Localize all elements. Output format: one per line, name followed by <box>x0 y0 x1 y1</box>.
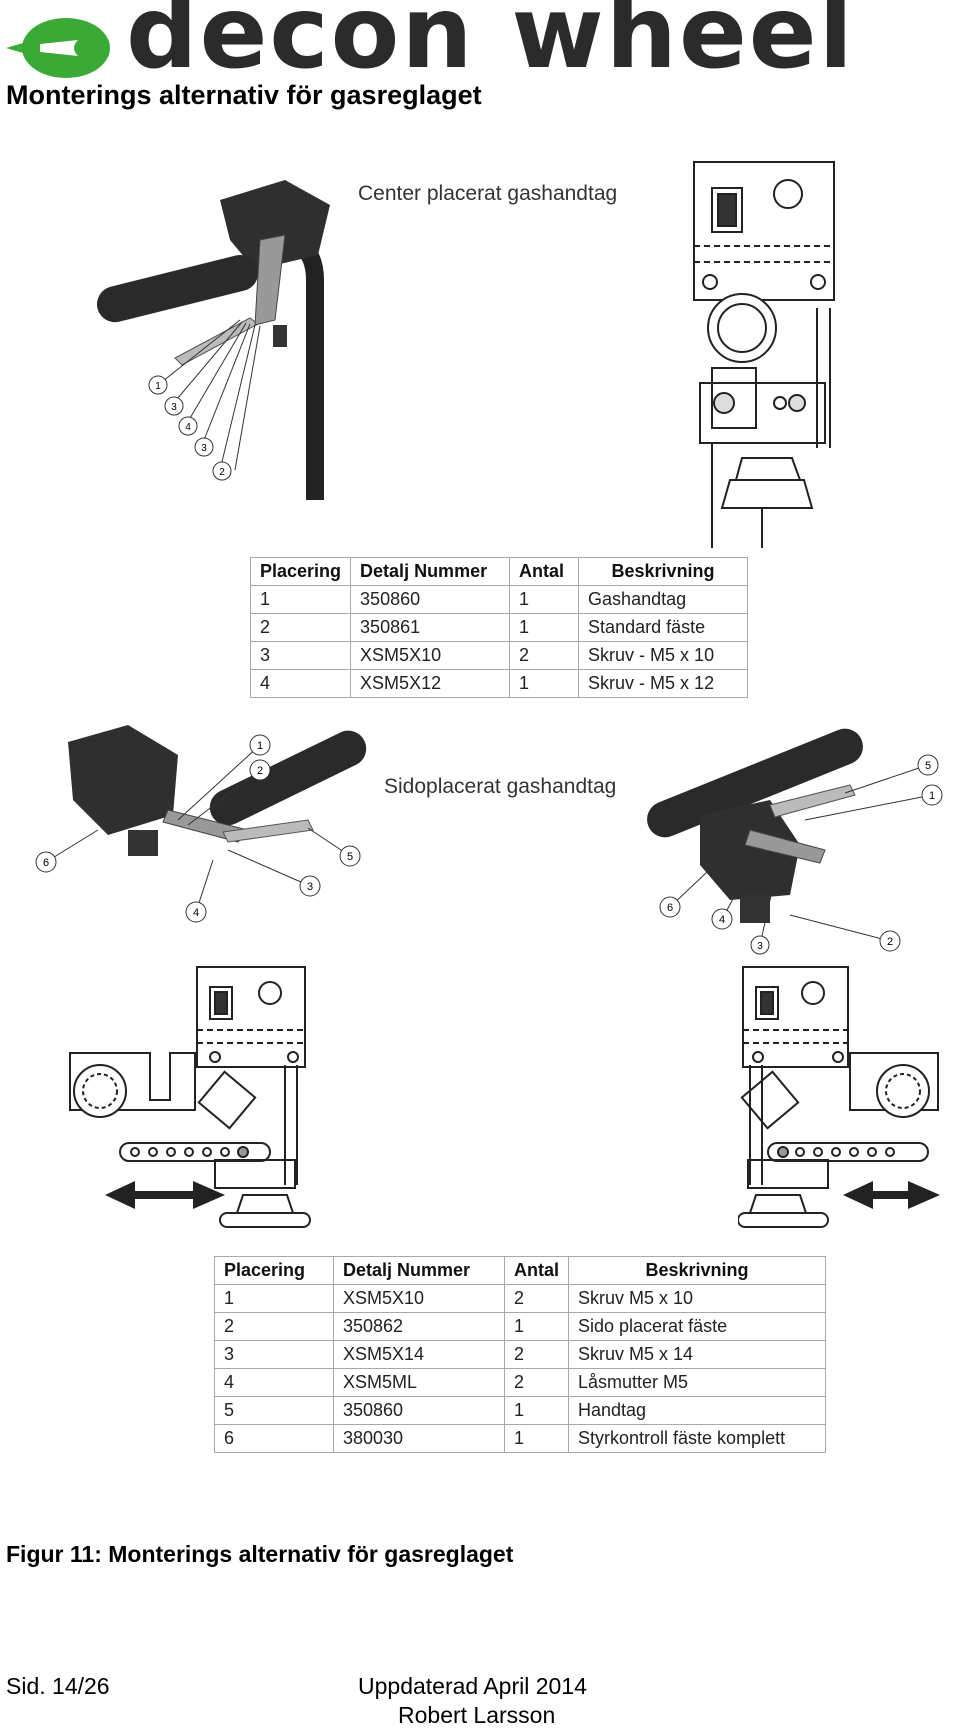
cell: Sido placerat fäste <box>568 1312 826 1341</box>
cell: XSM5X10 <box>350 641 511 670</box>
table-header-row: Placering Detalj Nummer Antal Beskrivnin… <box>249 557 749 586</box>
cell: 350860 <box>350 585 511 614</box>
cell: 1 <box>509 669 580 698</box>
cell: 2 <box>509 641 580 670</box>
callout: 3 <box>757 941 763 952</box>
cell: 1 <box>509 613 580 642</box>
footer-page-number: Sid. 14/26 <box>6 1673 110 1699</box>
cell: Skruv - M5 x 12 <box>578 669 749 698</box>
cell: Standard fäste <box>578 613 749 642</box>
parts-table-side: Placering Detalj Nummer Antal Beskrivnin… <box>214 1256 826 1453</box>
column-header: Beskrivning <box>578 557 749 586</box>
callout: 3 <box>171 402 177 413</box>
cell: 1 <box>249 585 352 614</box>
cell: 1 <box>509 585 580 614</box>
cell: XSM5X12 <box>350 669 511 698</box>
cell: XSM5X10 <box>333 1284 505 1313</box>
callout: 1 <box>257 740 263 752</box>
decon-leaf-icon <box>6 18 110 78</box>
cell: Låsmutter M5 <box>568 1368 826 1397</box>
center-throttle-drawing: 1 3 4 3 2 <box>96 180 330 500</box>
side-figure-label: Sidoplacerat gashandtag <box>384 775 617 798</box>
cell: 3 <box>214 1340 334 1369</box>
cell: 5 <box>214 1396 334 1425</box>
cell: XSM5X14 <box>333 1340 505 1369</box>
callout: 6 <box>43 857 49 869</box>
column-header: Antal <box>509 557 580 586</box>
table-header-row: Placering Detalj Nummer Antal Beskrivnin… <box>214 1256 826 1285</box>
cell: Skruv - M5 x 10 <box>578 641 749 670</box>
callout: 5 <box>925 760 931 772</box>
cell: Handtag <box>568 1396 826 1425</box>
callout: 4 <box>719 914 725 926</box>
callout: 1 <box>155 381 161 392</box>
side-mount-right-front-view <box>738 966 940 1228</box>
center-mount-front-view <box>693 161 835 548</box>
column-header: Placering <box>249 557 352 586</box>
callout: 3 <box>307 881 313 893</box>
side-mount-left-front-view <box>69 966 311 1228</box>
side-right-callouts: 5 1 6 4 3 2 <box>659 754 943 955</box>
parts-table-center: Placering Detalj Nummer Antal Beskrivnin… <box>249 557 749 698</box>
column-header: Detalj Nummer <box>350 557 511 586</box>
cell: 1 <box>504 1424 569 1453</box>
cell: 2 <box>504 1284 569 1313</box>
cell: 3 <box>249 641 352 670</box>
cell: 350860 <box>333 1396 505 1425</box>
side-left-callouts: 1 2 6 5 3 4 <box>35 734 361 923</box>
logo: decon wheel <box>0 0 960 91</box>
center-figure-label: Center placerat gashandtag <box>358 182 618 205</box>
cell: 1 <box>214 1284 334 1313</box>
cell: 2 <box>214 1312 334 1341</box>
cell: 2 <box>504 1340 569 1369</box>
column-header: Antal <box>504 1256 569 1285</box>
side-throttle-left-drawing: 1 2 6 5 3 4 <box>35 725 367 923</box>
callout: 4 <box>185 422 191 433</box>
cell: Skruv M5 x 14 <box>568 1340 826 1369</box>
callout: 2 <box>887 936 893 948</box>
column-header: Placering <box>214 1256 334 1285</box>
cell: 2 <box>504 1368 569 1397</box>
callout: 3 <box>201 443 207 454</box>
callout: 1 <box>929 790 935 802</box>
cell: 350861 <box>350 613 511 642</box>
center-callouts: 1 3 4 3 2 <box>148 319 261 481</box>
cell: Styrkontroll fäste komplett <box>568 1424 826 1453</box>
logo-wordmark: decon wheel <box>126 0 855 91</box>
cell: 350862 <box>333 1312 505 1341</box>
cell: Gashandtag <box>578 585 749 614</box>
cell: 1 <box>504 1396 569 1425</box>
cell: 1 <box>504 1312 569 1341</box>
column-header: Beskrivning <box>568 1256 826 1285</box>
callout: 6 <box>667 902 673 914</box>
page-title: Monterings alternativ för gasreglaget <box>6 80 482 110</box>
cell: 380030 <box>333 1424 505 1453</box>
column-header: Detalj Nummer <box>333 1256 505 1285</box>
footer-updated: Uppdaterad April 2014 <box>358 1673 587 1699</box>
cell: XSM5ML <box>333 1368 505 1397</box>
cell: Skruv M5 x 10 <box>568 1284 826 1313</box>
figure-caption: Figur 11: Monterings alternativ för gasr… <box>6 1541 514 1567</box>
cell: 6 <box>214 1424 334 1453</box>
side-throttle-right-drawing: 5 1 6 4 3 2 <box>647 728 943 955</box>
footer-author: Robert Larsson <box>398 1702 556 1728</box>
cell: 2 <box>249 613 352 642</box>
cell: 4 <box>214 1368 334 1397</box>
callout: 2 <box>257 765 263 777</box>
cell: 4 <box>249 669 352 698</box>
callout: 2 <box>219 467 225 478</box>
callout: 5 <box>347 851 353 863</box>
callout: 4 <box>193 907 199 919</box>
